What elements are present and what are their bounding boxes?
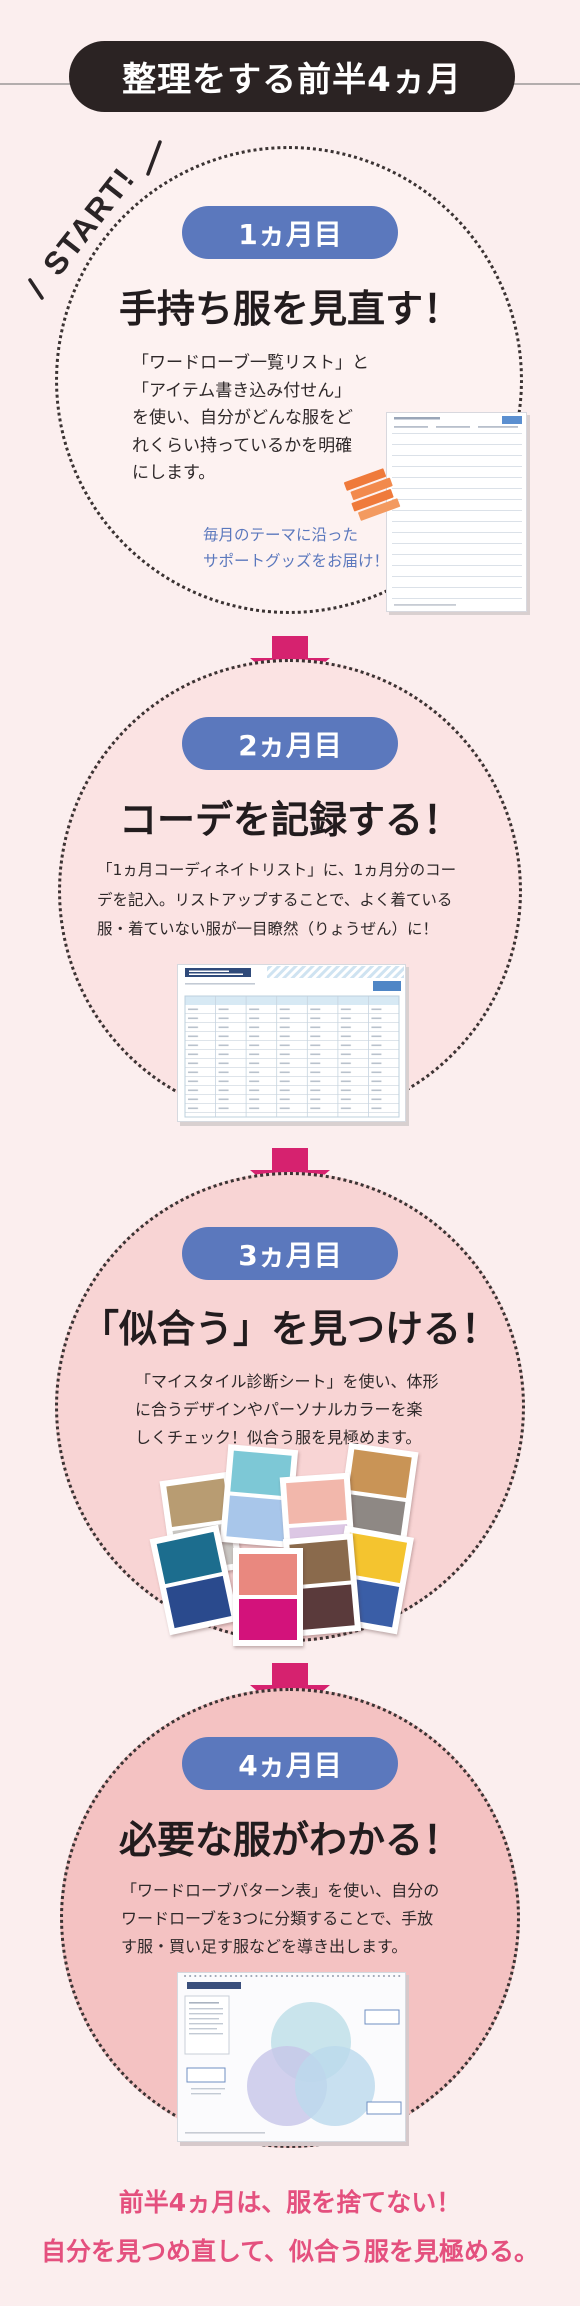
slash-mark-icon [146, 140, 162, 176]
step-2-line: デを記入。リストアップすることで、よく着ている [97, 890, 453, 909]
swatch-top [166, 1478, 230, 1528]
note-line: 毎月のテーマに沿った [203, 526, 359, 544]
backslash-mark-icon [28, 278, 44, 300]
swatch-top [156, 1531, 222, 1585]
step-2-month-badge: 2ヵ月目 [182, 717, 398, 770]
step-4-title: 必要な服がわかる！ [118, 1818, 461, 1862]
swatch-bottom [166, 1575, 232, 1629]
coordinate-list-sheet-image [177, 964, 409, 1126]
summary-line-2: 自分を見つめ直して、似合う服を見極める。 [40, 2237, 539, 2266]
step-3-line: しくチェック！似合う服を見極めます。 [135, 1428, 422, 1447]
step-4-line: す服・買い足す服などを導き出します。 [121, 1937, 408, 1956]
start-slash-icon [28, 140, 162, 300]
sticky-notes-image [344, 468, 401, 521]
step-3-line: 「マイスタイル診断シート」を使い、体形 [135, 1372, 439, 1391]
step-3-line: に合うデザインやパーソナルカラーを楽 [135, 1400, 423, 1419]
step-1-title: 手持ち服を見直す！ [118, 287, 461, 331]
step-1-month-badge: 1ヵ月目 [182, 206, 398, 259]
step-1-line: にします。 [132, 463, 216, 483]
step-2-line: 「1ヵ月コーディネイトリスト」に、1ヵ月分のコー [97, 861, 457, 879]
swatch-top [286, 1479, 347, 1525]
step-1-line: 「アイテム書き込み付せん」 [132, 380, 352, 401]
summary-line-1: 前半4ヵ月は、服を捨てない！ [118, 2188, 462, 2217]
step-3-description: 「マイスタイル診断シート」を使い、体形 に合うデザインやパーソナルカラーを楽 し… [135, 1368, 439, 1452]
wardrobe-list-sheet-image [386, 412, 530, 615]
note-line: サポートグッズをお届け！ [203, 552, 390, 570]
step-4-line: 「ワードローブパターン表」を使い、自分の [121, 1881, 440, 1900]
swatch-top [348, 1449, 412, 1499]
step-1-description: 「ワードローブ一覧リスト」と 「アイテム書き込み付せん」 を使い、自分がどんな服… [132, 350, 369, 488]
step-4-description: 「ワードローブパターン表」を使い、自分の ワードローブを3つに分類することで、手… [121, 1877, 439, 1961]
swatch-card [233, 1548, 303, 1646]
support-goods-note: 毎月のテーマに沿った サポートグッズをお届け！ [203, 522, 389, 574]
swatch-bottom [239, 1599, 297, 1640]
step-2-description: 「1ヵ月コーディネイトリスト」に、1ヵ月分のコー デを記入。リストアップすること… [97, 856, 456, 945]
step-1-line: 「ワードローブ一覧リスト」と [132, 353, 369, 373]
step-2-line: 服・着ていない服が一目瞭然（りょうぜん）に！ [97, 920, 439, 938]
page-title: 整理をする前半4ヵ月 [69, 41, 515, 112]
step-1-line: を使い、自分がどんな服をど [132, 408, 353, 428]
step-2-title: コーデを記録する！ [118, 798, 461, 842]
step-1-line: れくらい持っているかを明確 [132, 435, 353, 456]
swatch-top [239, 1554, 297, 1595]
wardrobe-pattern-sheet-image [177, 1972, 409, 2146]
swatch-bottom [226, 1495, 288, 1542]
step-4-month-badge: 4ヵ月目 [182, 1737, 398, 1790]
step-4-line: ワードローブを3つに分類することで、手放 [121, 1909, 434, 1928]
step-3-month-badge: 3ヵ月目 [182, 1227, 398, 1280]
step-3-title: 「似合う」を見つける！ [80, 1307, 499, 1351]
